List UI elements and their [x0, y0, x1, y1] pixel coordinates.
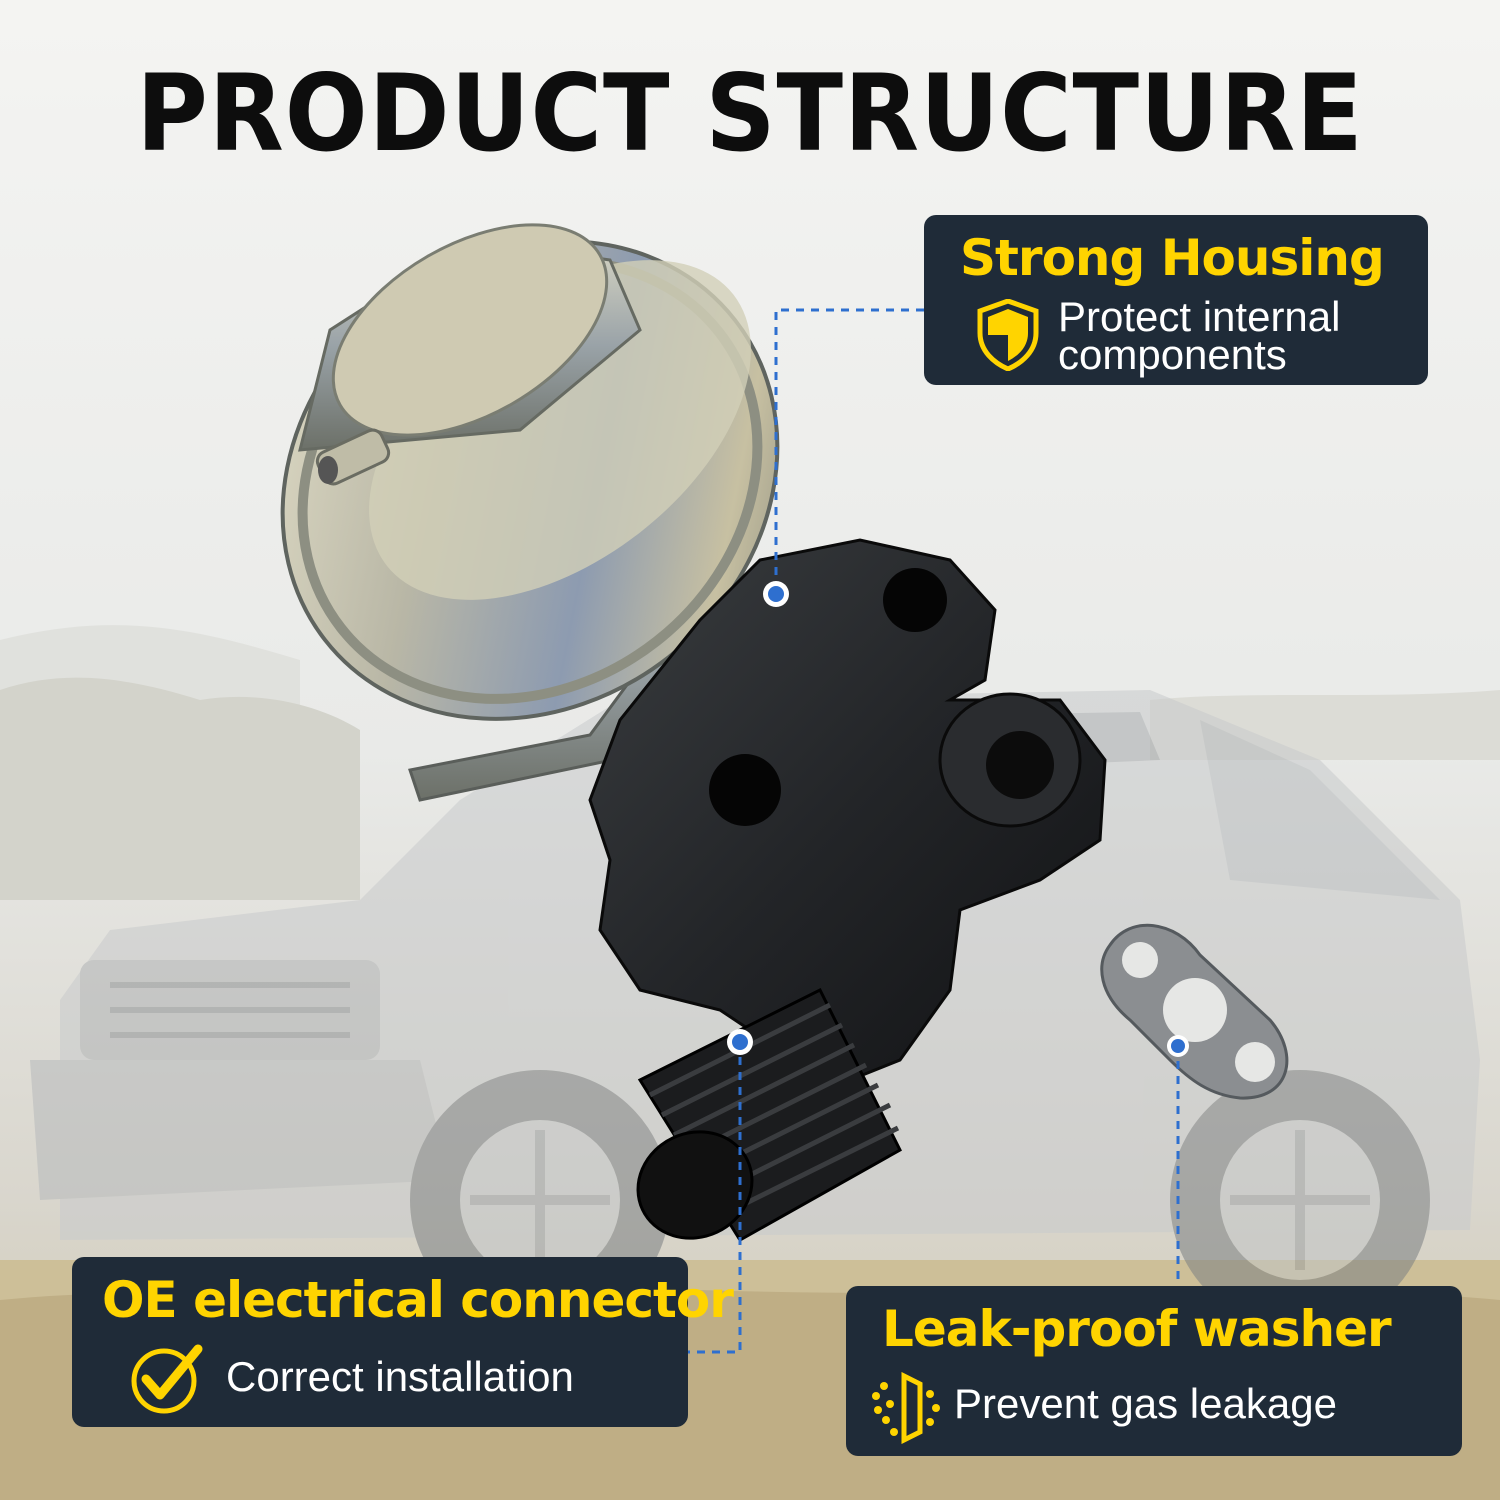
callout-line-1: Protect internal [1058, 293, 1341, 340]
check-circle-icon [131, 1344, 203, 1414]
callout-heading: Leak-proof washer [882, 1300, 1392, 1358]
callout-heading: OE electrical connector [102, 1271, 734, 1329]
callout-line-1: Prevent gas leakage [954, 1380, 1337, 1427]
shield-icon [977, 299, 1039, 371]
callout-line-2: components [1058, 331, 1287, 378]
gasket-illustration [1100, 923, 1289, 1100]
callout-strong-housing: Strong Housing Protect internal componen… [924, 215, 1428, 385]
callout-line-1: Correct installation [226, 1353, 574, 1400]
callout-leak-proof-washer: Leak-proof washer Prevent gas leakage [846, 1286, 1462, 1456]
gas-seal-icon [872, 1372, 940, 1444]
callout-heading: Strong Housing [960, 229, 1385, 287]
callout-oe-connector: OE electrical connector Correct installa… [72, 1257, 734, 1427]
page-title: PRODUCT STRUCTURE [136, 52, 1364, 175]
egr-valve-illustration [280, 223, 1107, 1243]
